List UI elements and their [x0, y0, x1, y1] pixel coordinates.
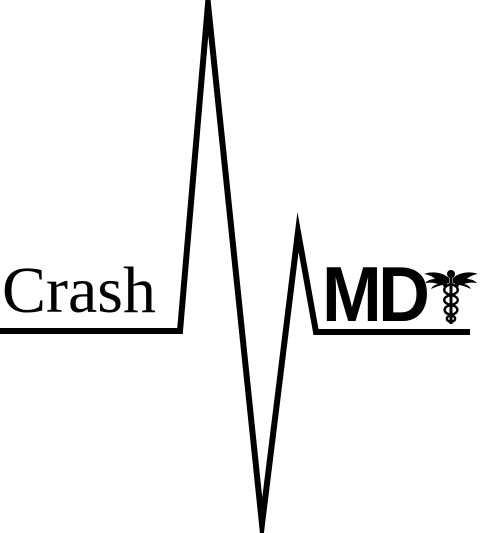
- logo-word-md: MD: [322, 250, 430, 338]
- logo-word-crash: Crash: [2, 254, 156, 327]
- caduceus-icon: [424, 270, 478, 324]
